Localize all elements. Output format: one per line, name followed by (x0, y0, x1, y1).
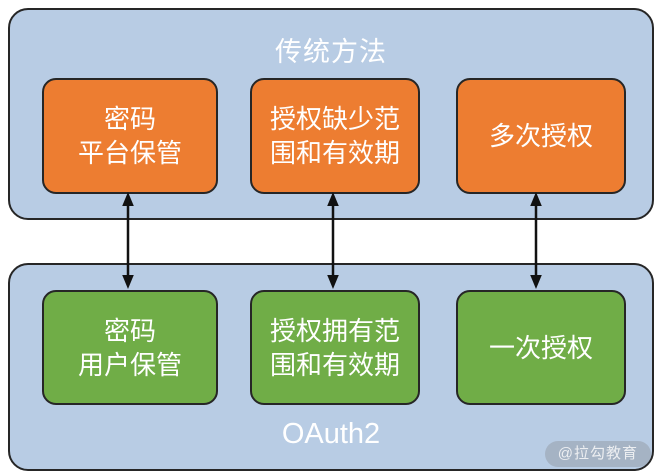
traditional-box-password: 密码 平台保管 (42, 78, 218, 194)
traditional-method-container: 传统方法 密码 平台保管 授权缺少范 围和有效期 多次授权 (8, 8, 654, 220)
watermark-badge: @拉勾教育 (544, 441, 651, 467)
traditional-box-multi-auth: 多次授权 (456, 78, 626, 194)
oauth2-box-single-auth: 一次授权 (456, 290, 626, 405)
traditional-box-scope: 授权缺少范 围和有效期 (250, 78, 420, 194)
oauth2-title: OAuth2 (281, 418, 381, 450)
oauth2-box-password: 密码 用户保管 (42, 290, 218, 405)
traditional-method-title: 传统方法 (275, 37, 387, 67)
oauth2-box-scope: 授权拥有范 围和有效期 (250, 290, 420, 405)
oauth2-container: 密码 用户保管 授权拥有范 围和有效期 一次授权 OAuth2 (8, 263, 654, 471)
